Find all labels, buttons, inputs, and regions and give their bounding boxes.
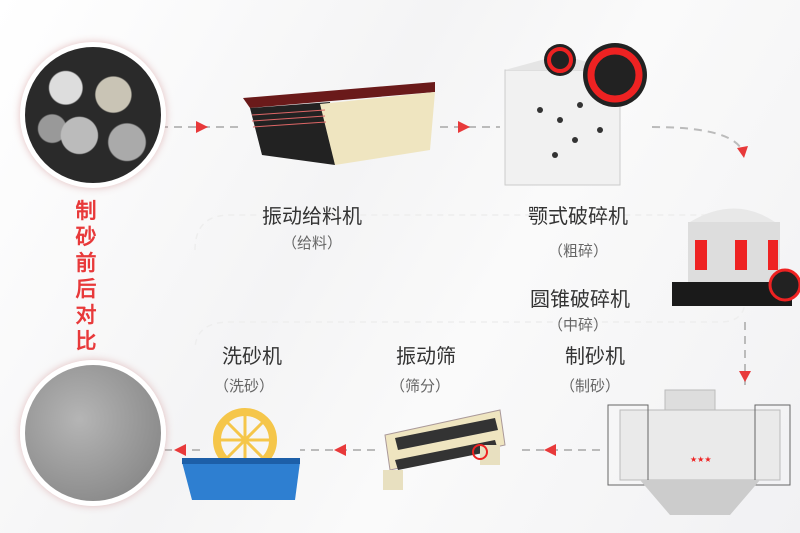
- step-title-washer: 洗砂机: [222, 344, 282, 368]
- step-title-screen: 振动筛: [396, 344, 456, 368]
- cone-crusher-image: [672, 208, 800, 306]
- jaw-crusher-image: [504, 43, 647, 186]
- sand-washer-image: [182, 408, 300, 500]
- svg-text:★★★: ★★★: [690, 455, 712, 464]
- step-title-cone-crusher: 圆锥破碎机: [530, 287, 630, 311]
- sand-making-machine-image: ★★★: [607, 389, 791, 515]
- arrow-down-icon: [737, 146, 748, 158]
- arrow-left-icon: [174, 444, 186, 456]
- step-stage-jaw-crusher: （粗碎）: [547, 242, 609, 260]
- step-stage-cone-crusher: （中碎）: [547, 316, 609, 334]
- step-stage-sand-maker: （制砂）: [559, 377, 621, 395]
- step-stage-feeder: （给料）: [281, 234, 343, 252]
- after-sand-image: [20, 360, 166, 506]
- arrow-left-icon: [334, 444, 346, 456]
- step-title-feeder: 振动给料机: [262, 204, 362, 228]
- step-title-jaw-crusher: 颚式破碎机: [528, 204, 628, 228]
- before-after-label: 制砂前后对比: [75, 199, 97, 353]
- step-stage-washer: （洗砂）: [213, 377, 275, 395]
- arrow-right-icon: [458, 121, 470, 133]
- step-title-sand-maker: 制砂机: [565, 344, 625, 368]
- arrow-left-icon: [544, 444, 556, 456]
- arrow-right-icon: [196, 121, 208, 133]
- vibrating-feeder-image: [243, 82, 435, 165]
- before-stones-image: [20, 42, 166, 188]
- arrow-down-icon: [739, 371, 751, 382]
- vibrating-screen-image: [383, 409, 506, 490]
- step-stage-screen: （筛分）: [389, 377, 451, 395]
